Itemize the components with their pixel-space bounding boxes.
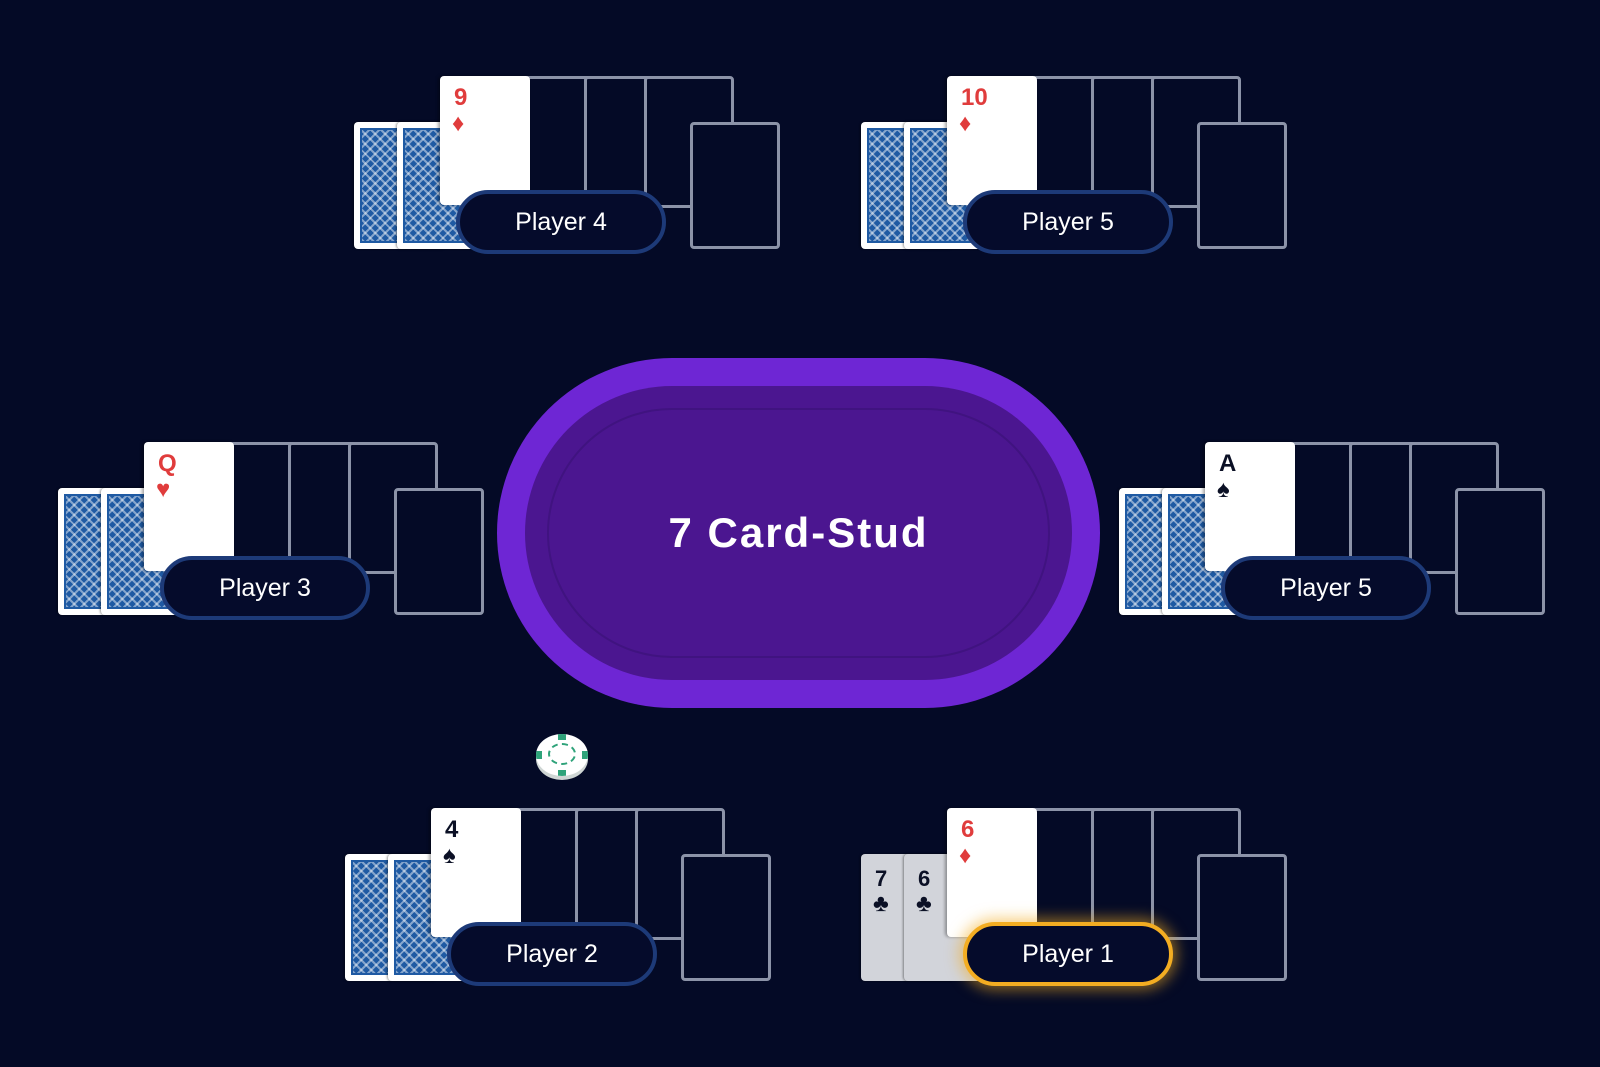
card-slot-7th-street xyxy=(690,122,780,249)
seat-player-5-top: 10 ♦ Player 5 xyxy=(861,76,1291,276)
upcard: 4 ♠ xyxy=(431,808,521,937)
card-rank: 7 xyxy=(875,866,888,891)
player-name-badge[interactable]: Player 5 xyxy=(963,190,1173,254)
poker-chip-inner xyxy=(548,743,576,765)
heart-suit-icon: ♥ xyxy=(156,476,171,503)
poker-chip-icon xyxy=(536,734,588,776)
card-rank: 10 xyxy=(961,84,988,111)
card-slot-7th-street xyxy=(394,488,484,615)
club-suit-icon: ♣ xyxy=(873,890,889,917)
diamond-suit-icon: ♦ xyxy=(959,110,972,137)
card-slot-7th-street xyxy=(1197,122,1287,249)
card-rank: A xyxy=(1219,450,1237,477)
seat-player-2: 4 ♠ Player 2 xyxy=(345,808,775,1008)
upcard: A ♠ xyxy=(1205,442,1295,571)
card-rank: 6 xyxy=(918,866,931,891)
player-name: Player 4 xyxy=(515,207,607,236)
player-name-badge[interactable]: Player 4 xyxy=(456,190,666,254)
player-name-badge[interactable]: Player 5 xyxy=(1221,556,1431,620)
spade-suit-icon: ♠ xyxy=(1217,476,1230,503)
player-name: Player 2 xyxy=(506,939,598,968)
spade-suit-icon: ♠ xyxy=(443,842,456,869)
table-felt: 7 Card-Stud xyxy=(525,386,1072,680)
upcard: 9 ♦ xyxy=(440,76,530,205)
seat-player-1: 7 ♣ 6 ♣ 6 ♦ Player 1 xyxy=(861,808,1291,1008)
card-rank: 4 xyxy=(445,816,459,843)
game-title: 7 Card-Stud xyxy=(668,509,929,556)
player-name-badge[interactable]: Player 3 xyxy=(160,556,370,620)
upcard: 10 ♦ xyxy=(947,76,1037,205)
player-name: Player 1 xyxy=(1022,939,1114,968)
seat-player-5-right: A ♠ Player 5 xyxy=(1119,442,1549,642)
club-suit-icon: ♣ xyxy=(916,890,932,917)
card-slot-7th-street xyxy=(1455,488,1545,615)
diamond-suit-icon: ♦ xyxy=(452,110,465,137)
card-rank: 6 xyxy=(961,816,975,843)
player-name: Player 3 xyxy=(219,573,311,602)
player-name-badge[interactable]: Player 2 xyxy=(447,922,657,986)
card-rank: 9 xyxy=(454,84,468,111)
upcard: Q ♥ xyxy=(144,442,234,571)
player-name: Player 5 xyxy=(1280,573,1372,602)
diamond-suit-icon: ♦ xyxy=(959,842,972,869)
poker-table: 7 Card-Stud xyxy=(497,358,1100,708)
card-slot-7th-street xyxy=(1197,854,1287,981)
card-slot-7th-street xyxy=(681,854,771,981)
player-name: Player 5 xyxy=(1022,207,1114,236)
seat-player-4: 9 ♦ Player 4 xyxy=(354,76,784,276)
seat-player-3: Q ♥ Player 3 xyxy=(58,442,488,642)
card-rank: Q xyxy=(158,450,177,477)
upcard: 6 ♦ xyxy=(947,808,1037,937)
player-name-badge-active[interactable]: Player 1 xyxy=(963,922,1173,986)
